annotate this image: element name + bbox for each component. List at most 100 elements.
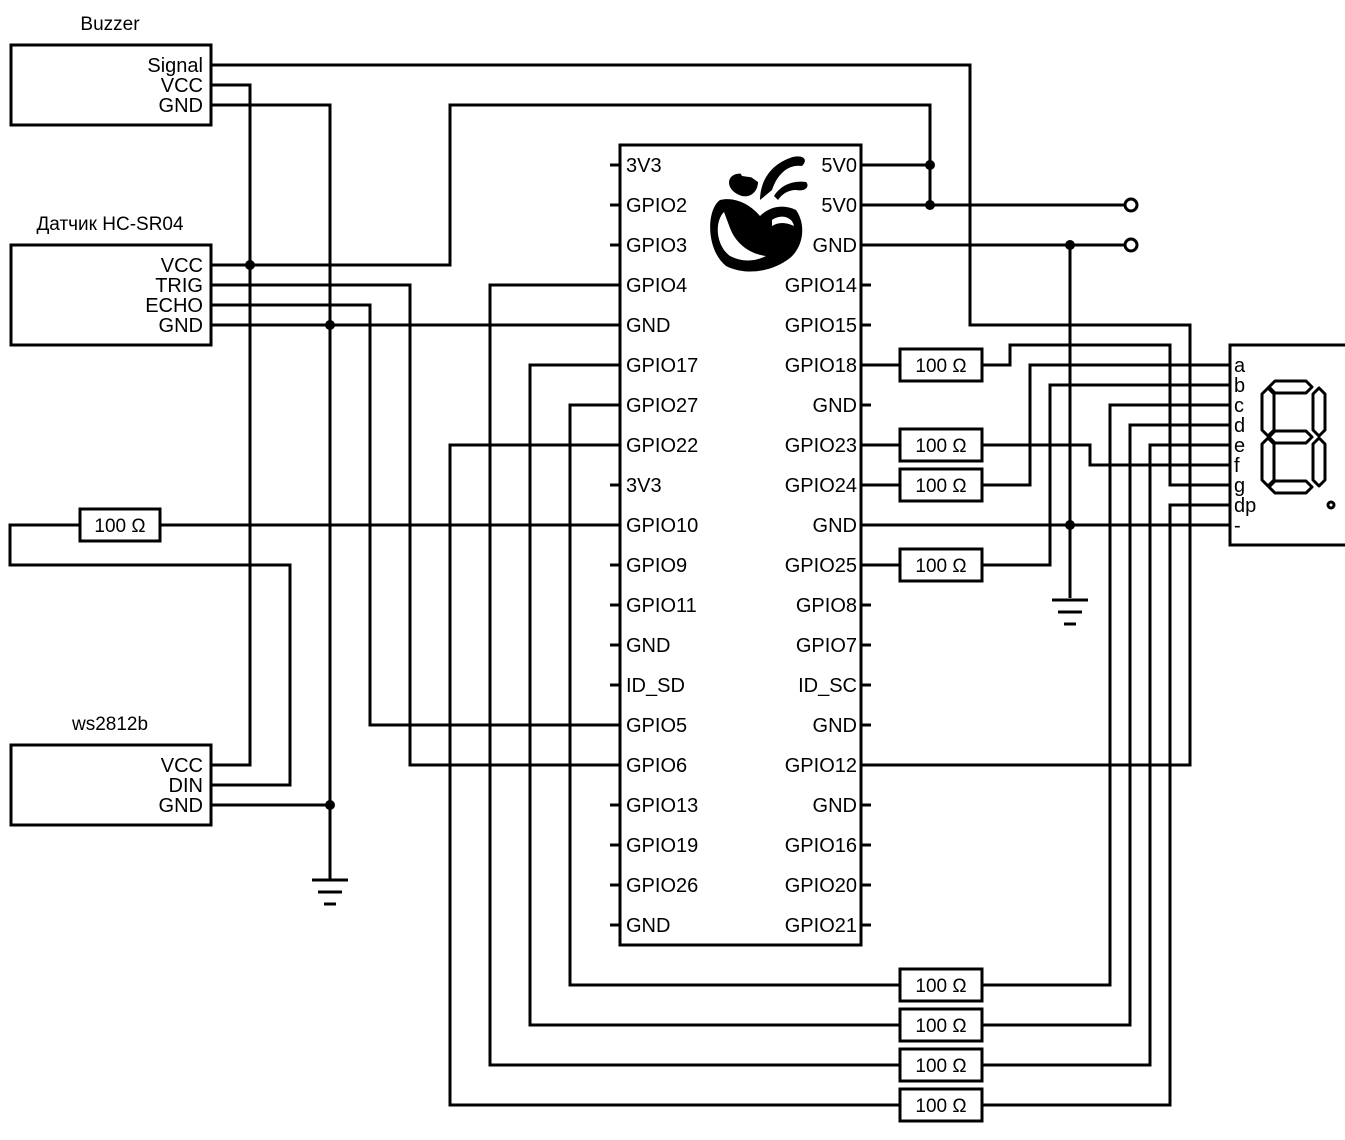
junction-dot — [1065, 240, 1075, 250]
sensor-pin-echo: ECHO — [145, 295, 203, 317]
pi-right-pin-label: GND — [813, 515, 857, 537]
wire-5v0-top — [861, 163, 932, 205]
led-strip-title: ws2812b — [71, 714, 148, 735]
wire-sensor-vcc — [211, 103, 932, 267]
wire-ws-din — [8, 523, 292, 787]
resistor-gpio22: 100 Ω — [898, 1087, 984, 1123]
buzzer-module: Buzzer Signal VCC GND — [9, 14, 213, 127]
resistor-gpio10: 100 Ω — [78, 507, 162, 543]
resistor-body — [898, 1007, 984, 1043]
display-pin-label: a — [1234, 355, 1246, 377]
buzzer-title: Buzzer — [80, 14, 140, 35]
pi-right-pin-label: GND — [813, 795, 857, 817]
pi-right-pin-label: GPIO16 — [785, 835, 857, 857]
junctions — [245, 160, 1075, 810]
buzzer-pin-vcc: VCC — [161, 75, 203, 97]
resistor-label: 100 Ω — [915, 1056, 966, 1077]
pi-left-pin-label: 3V3 — [626, 475, 662, 497]
junction-dot — [1065, 520, 1075, 530]
resistor-label: 100 Ω — [915, 476, 966, 497]
raspberry-logo-icon — [710, 156, 808, 272]
pi-left-pin-labels: 3V3GPIO2GPIO3GPIO4GNDGPIO17GPIO27GPIO223… — [626, 155, 698, 937]
resistor-gpio27: 100 Ω — [898, 967, 984, 1003]
pi-left-pin-label: GPIO19 — [626, 835, 698, 857]
pi-left-pin-label: 3V3 — [626, 155, 662, 177]
pi-left-pin-label: GPIO9 — [626, 555, 687, 577]
pi-left-pin-label: GPIO26 — [626, 875, 698, 897]
resistor-label: 100 Ω — [94, 516, 145, 537]
wire-seg-e2 — [982, 423, 1230, 1027]
display-pin-label: c — [1234, 395, 1244, 417]
resistor-body — [898, 1087, 984, 1123]
wire-seg-e — [982, 443, 1230, 467]
pi-right-pin-label: GPIO8 — [796, 595, 857, 617]
wire-seg-dp — [982, 503, 1230, 1107]
sensor-pin-gnd: GND — [159, 315, 203, 337]
pi-left-pin-stubs — [610, 163, 620, 927]
pi-left-pin-label: GPIO27 — [626, 395, 698, 417]
resistor-body — [898, 467, 984, 503]
pi-left-pin-label: GPIO6 — [626, 755, 687, 777]
sensor-pin-vcc: VCC — [161, 255, 203, 277]
led-strip-pin-din: DIN — [169, 775, 203, 797]
pi-right-pin-label: GPIO25 — [785, 555, 857, 577]
pi-right-pin-label: GPIO14 — [785, 275, 857, 297]
pi-left-pin-label: GPIO22 — [626, 435, 698, 457]
pi-left-pin-label: GPIO10 — [626, 515, 698, 537]
resistor-body — [78, 507, 162, 543]
pi-right-pin-label: ID_SC — [798, 675, 857, 697]
wire-seg-f — [982, 443, 1230, 1067]
display-pin-label: e — [1234, 435, 1245, 457]
wire-sensor-echo — [211, 303, 620, 727]
display-pin-label: b — [1234, 375, 1245, 397]
wire-gpio22 — [448, 443, 900, 1107]
seven-segment-digit-icon — [1260, 379, 1336, 510]
pi-right-pin-label: GPIO7 — [796, 635, 857, 657]
pi-right-pin-label: GND — [813, 235, 857, 257]
wire-gpio27 — [568, 403, 900, 987]
wire-buzzer-gnd — [211, 103, 332, 880]
resistor-gpio24: 100 Ω — [898, 467, 984, 503]
resistor-body — [898, 1047, 984, 1083]
pi-right-pin-stubs — [861, 163, 871, 927]
pi-left-pin-label: GPIO11 — [626, 595, 697, 617]
display-pin-label: dp — [1234, 495, 1256, 517]
wire-buzzer-vcc — [211, 83, 252, 767]
buzzer-pin-signal: Signal — [147, 55, 203, 77]
pi-right-pin-label: GPIO12 — [785, 755, 857, 777]
junction-dot — [325, 800, 335, 810]
raspberry-pi-body — [618, 143, 863, 947]
buzzer-pin-gnd: GND — [159, 95, 203, 117]
display-pin-label: d — [1234, 415, 1245, 437]
pi-right-pin-label: GND — [813, 395, 857, 417]
pi-left-pin-label: GPIO3 — [626, 235, 687, 257]
pi-left-pin-label: GND — [626, 635, 670, 657]
junction-dot — [925, 160, 935, 170]
pi-right-pin-label: GPIO21 — [785, 915, 857, 937]
resistor-body — [898, 547, 984, 583]
wire-gpio4 — [488, 283, 900, 1067]
junction-dot — [245, 260, 255, 270]
resistor-gpio23: 100 Ω — [898, 427, 984, 463]
wire-buzzer-signal — [211, 63, 1192, 767]
resistor-label: 100 Ω — [915, 1096, 966, 1117]
resistor-body — [898, 967, 984, 1003]
sensor-title: Датчик HC-SR04 — [36, 214, 184, 235]
wire-seg-c — [982, 383, 1230, 567]
resistor-body — [898, 347, 984, 383]
open-terminals — [1123, 197, 1139, 253]
sensor-pin-trig: TRIG — [155, 275, 203, 297]
pi-right-pin-labels: 5V05V0GNDGPIO14GPIO15GPIO18GNDGPIO23GPIO… — [785, 155, 857, 937]
wire-seg-a — [982, 343, 1230, 487]
pi-right-pin-label: GPIO15 — [785, 315, 857, 337]
junction-dot — [925, 200, 935, 210]
led-strip-body — [9, 743, 213, 827]
display-body — [1228, 343, 1345, 547]
pi-right-pin-label: GPIO23 — [785, 435, 857, 457]
led-strip-pin-vcc: VCC — [161, 755, 203, 777]
led-strip-pin-gnd: GND — [159, 795, 203, 817]
sensor-module: Датчик HC-SR04 VCC TRIG ECHO GND — [9, 214, 213, 347]
pi-left-pin-label: GND — [626, 315, 670, 337]
